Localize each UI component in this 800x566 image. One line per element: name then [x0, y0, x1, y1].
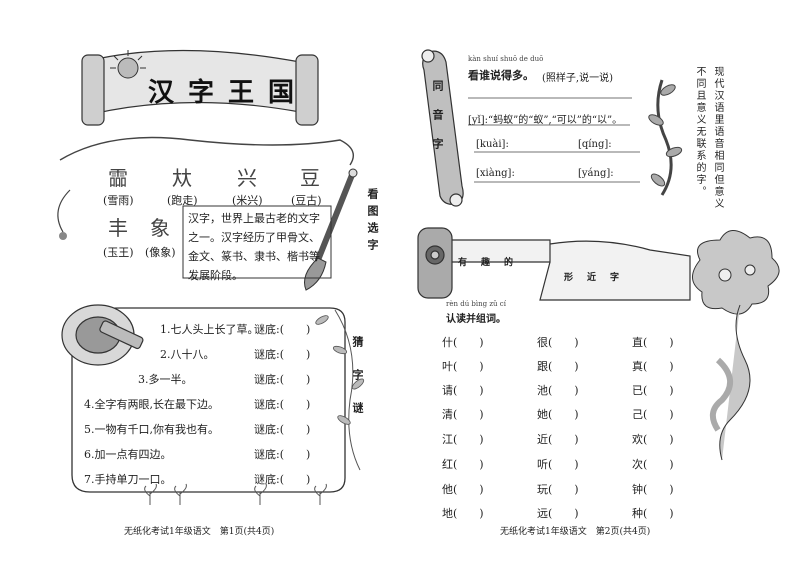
- ancient-glyph: 兴: [237, 166, 257, 190]
- intro-text: 汉字，世界上最古老的文字之一。汉字经历了甲骨文、金文、篆书、隶书、楷书等发展阶段…: [188, 212, 320, 282]
- riddle-answer-field[interactable]: 谜底:( ): [254, 323, 311, 336]
- word-item[interactable]: 红( ): [442, 458, 484, 471]
- ancient-glyph: 豆: [300, 166, 320, 190]
- side-label-select: 看图选字: [366, 188, 379, 256]
- word-item[interactable]: 直( ): [632, 336, 674, 349]
- vertical-scroll: [421, 49, 464, 207]
- word-item[interactable]: 什( ): [442, 336, 484, 349]
- word-item[interactable]: 欢( ): [632, 433, 674, 446]
- riddle-answer-field[interactable]: 谜底:( ): [254, 348, 311, 361]
- word-item[interactable]: 很( ): [537, 336, 579, 349]
- sun-icon: [110, 50, 146, 79]
- ancient-glyph: 丰: [108, 216, 128, 240]
- glyph-answer: (跑走): [167, 194, 198, 207]
- word-item[interactable]: 地( ): [442, 507, 484, 520]
- pinyin-title: kàn shuí shuō de duō: [468, 55, 544, 63]
- roll-scroll: [417, 227, 453, 299]
- cloud-smoke: [692, 230, 780, 461]
- ink-stone-icon: [61, 304, 144, 366]
- page-footer: 无纸化考试1年级语文 第1页(共4页): [124, 527, 275, 537]
- word-item[interactable]: 池( ): [537, 384, 579, 397]
- word-item[interactable]: 叶( ): [442, 360, 484, 373]
- word-item[interactable]: 真( ): [632, 360, 674, 373]
- word-item[interactable]: 江( ): [442, 433, 484, 446]
- pinyin-task: rèn dú bìng zǔ cí: [446, 300, 506, 308]
- word-item[interactable]: 近( ): [537, 433, 579, 446]
- word-item[interactable]: 种( ): [632, 507, 674, 520]
- homophone-blank[interactable]: [kuài]:: [476, 139, 509, 150]
- homophone-blank[interactable]: [xiàng]:: [476, 168, 515, 179]
- word-item[interactable]: 玩( ): [537, 483, 579, 496]
- left-page: 汉字王国 霝 夶 兴 豆 (雪雨) (跑走) (米兴) (豆古) 丰 象 (玉王…: [57, 49, 379, 537]
- riddle-question: 3.多一半。: [138, 373, 193, 386]
- left-decorations: [57, 49, 365, 505]
- exercise-title: 看谁说得多。: [468, 69, 534, 82]
- word-item[interactable]: 远( ): [537, 507, 579, 520]
- riddle-question: 7.手持单刀一口。: [84, 473, 172, 486]
- glyph-answer: (米兴): [232, 194, 263, 207]
- ancient-glyph: 霝: [108, 166, 128, 190]
- title-banner-scroll: [81, 49, 319, 126]
- glyph-answer: (玉王): [103, 246, 134, 259]
- homophone-blank[interactable]: [yáng]:: [578, 168, 614, 179]
- riddle-answer-field[interactable]: 谜底:( ): [254, 373, 311, 386]
- homophone-side-note: 现代汉语里语音相同但意义不同且意义无联系的字。: [694, 66, 723, 210]
- glyph-answer: (豆古): [291, 194, 322, 207]
- riddle-answer-field[interactable]: 谜底:( ): [254, 398, 311, 411]
- sprouts: [144, 483, 327, 505]
- word-item[interactable]: 钟( ): [632, 483, 674, 496]
- word-item[interactable]: 请( ): [442, 384, 484, 397]
- word-item[interactable]: 她( ): [537, 408, 579, 421]
- scroll-label-homophone: 同音字: [431, 80, 444, 167]
- page-footer: 无纸化考试1年级语文 第2页(共4页): [500, 527, 651, 537]
- exercise-hint: (照样子,说一说): [542, 73, 613, 84]
- riddle-question: 2.八十八。: [160, 348, 215, 361]
- glyph-answer: (雪雨): [103, 194, 134, 207]
- riddle-question: 6.加一点有四边。: [84, 448, 172, 461]
- word-item[interactable]: 跟( ): [537, 360, 579, 373]
- brush-icon: [304, 168, 358, 291]
- leaf-vine: [334, 309, 361, 471]
- task-title: 认读并组词。: [446, 314, 506, 325]
- ribbon-banner: [435, 239, 691, 301]
- word-item[interactable]: 已( ): [632, 384, 674, 397]
- word-item[interactable]: 他( ): [442, 483, 484, 496]
- riddle-answer-field[interactable]: 谜底:( ): [254, 473, 311, 486]
- riddle-question: 1.七人头上长了草。: [160, 323, 259, 336]
- side-label-riddle: 猜字谜: [351, 336, 364, 435]
- ancient-glyph: 象: [150, 216, 170, 240]
- word-item[interactable]: 次( ): [632, 458, 674, 471]
- riddle-answer-field[interactable]: 谜底:( ): [254, 423, 311, 436]
- word-item[interactable]: 己( ): [632, 408, 674, 421]
- riddle-answer-field[interactable]: 谜底:( ): [254, 448, 311, 461]
- vine-swirl: [59, 136, 354, 166]
- ancient-glyph: 夶: [172, 166, 192, 190]
- homophone-example: [yǐ]:“蚂蚁”的“蚁”,“可以”的“以”。: [468, 115, 623, 126]
- climbing-vine: [648, 79, 683, 196]
- glyph-answer: (像象): [145, 246, 176, 259]
- banner-text-b: 形近字: [564, 273, 634, 283]
- right-decorations: [417, 49, 780, 461]
- homophone-blank[interactable]: [qíng]:: [578, 139, 612, 150]
- word-item[interactable]: 听( ): [537, 458, 579, 471]
- banner-text-a: 有趣的: [458, 258, 528, 268]
- word-item[interactable]: 清( ): [442, 408, 484, 421]
- riddle-question: 5.一物有千口,你有我也有。: [84, 423, 219, 436]
- right-page: kàn shuí shuō de duō 看谁说得多。 (照样子,说一说) 同音…: [400, 0, 800, 566]
- banner-title: 汉字王国: [148, 78, 309, 108]
- riddle-question: 4.全字有两眼,长在最下边。: [84, 398, 219, 411]
